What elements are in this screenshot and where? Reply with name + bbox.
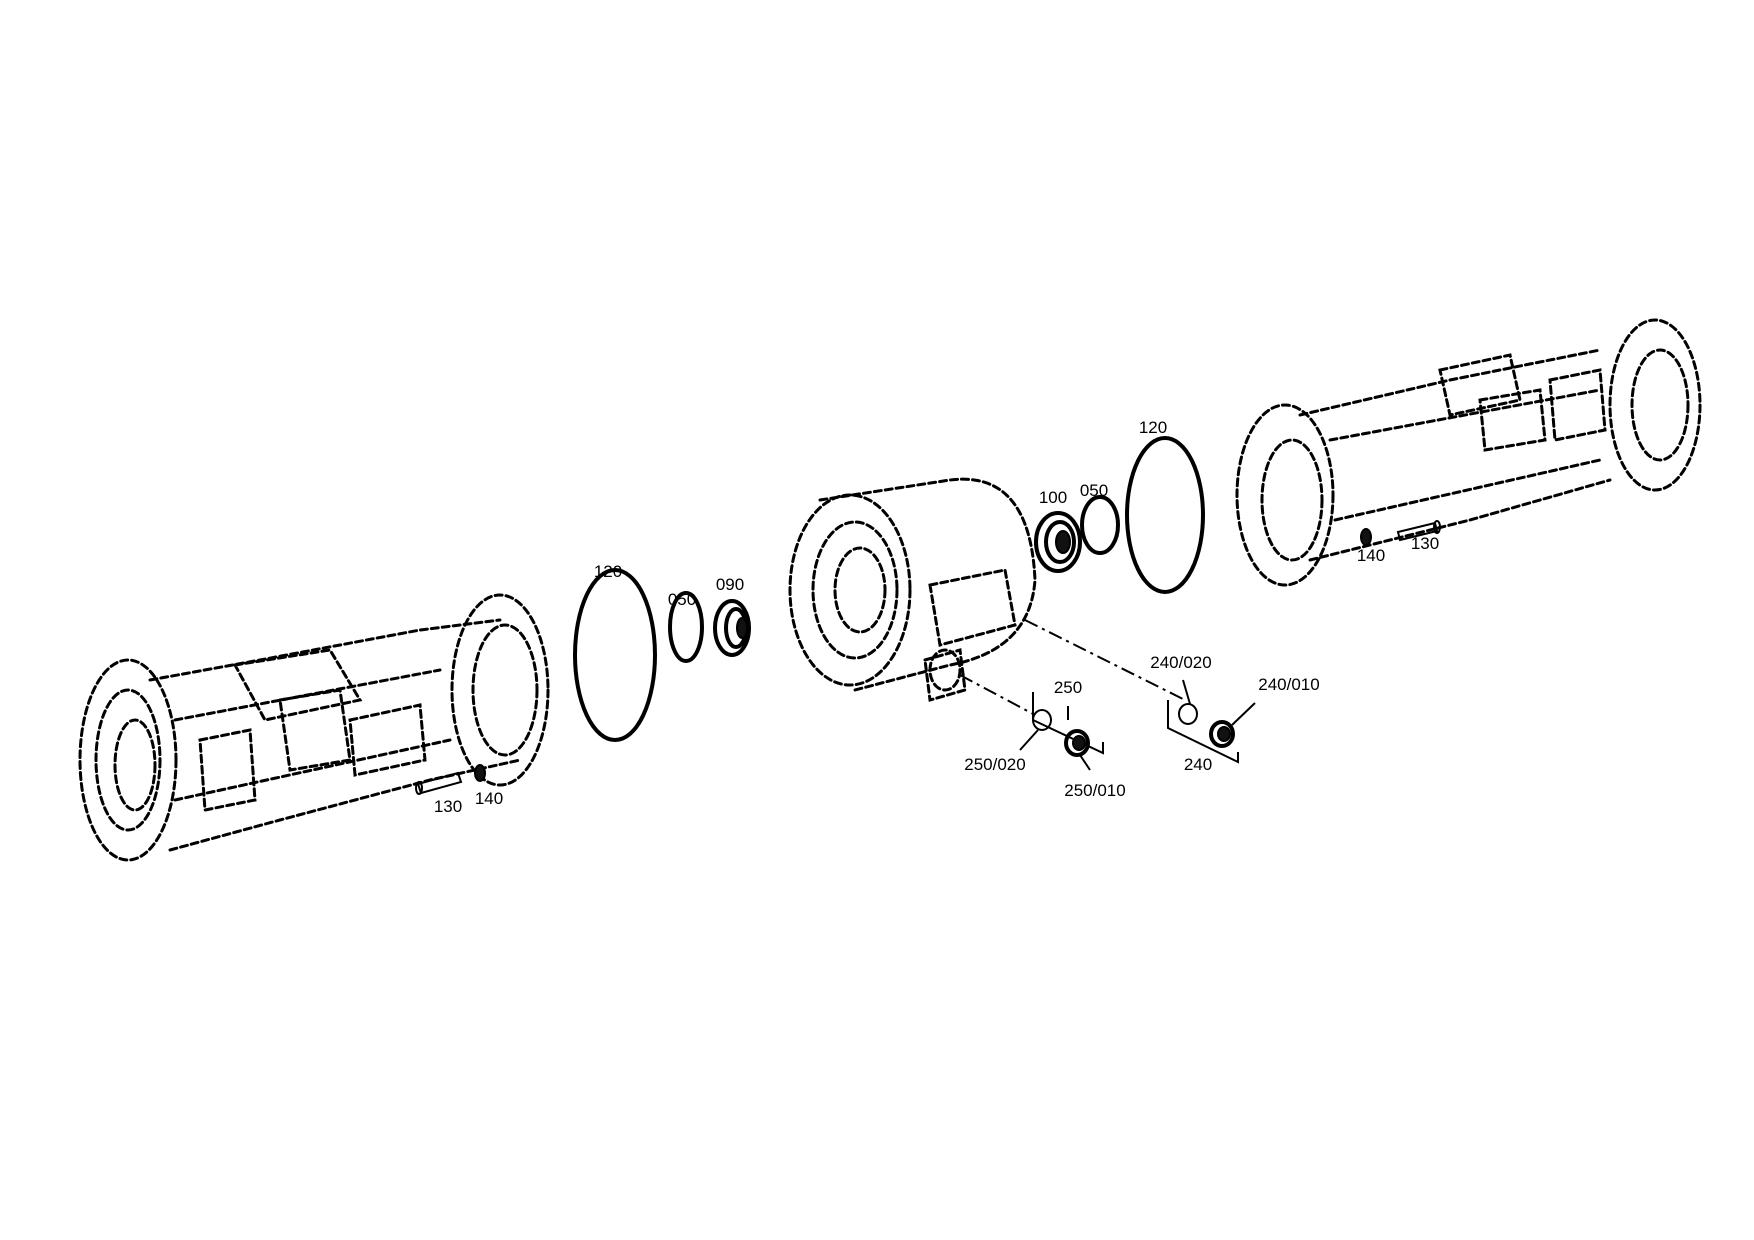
kit-250-020-ring: [1032, 709, 1052, 731]
callout-right-100: 100: [1039, 488, 1067, 507]
right-oring-050: [1080, 495, 1120, 555]
callout-kit-250-010: 250/010: [1064, 781, 1125, 800]
kit-250-010-plug: [1064, 729, 1090, 757]
left-bolt-130: [415, 771, 463, 795]
callout-right-130: 130: [1411, 534, 1439, 553]
callout-kit-240-010: 240/010: [1258, 675, 1319, 694]
right-oring-120: [1125, 436, 1205, 594]
callout-kit-250-020: 250/020: [964, 755, 1025, 774]
right-axle-housing: [1235, 318, 1702, 587]
kit-240-010-plug: [1209, 720, 1235, 748]
center-differential-housing: [788, 477, 1037, 702]
right-washer-140: [1360, 528, 1372, 546]
left-washer-140: [474, 764, 486, 782]
kit-240-020-ring: [1178, 703, 1198, 725]
right-bolt-130: [1396, 520, 1441, 542]
assembly-axis-line-240: [1024, 619, 1186, 701]
kit-240-bracket: [1167, 700, 1239, 764]
callout-kit-240: 240: [1184, 755, 1212, 774]
callout-left-050: 050: [668, 590, 696, 609]
callout-left-130: 130: [434, 797, 462, 816]
right-seal-ring-100: [1034, 511, 1082, 573]
callout-kit-250: 250: [1054, 678, 1082, 697]
callout-right-050: 050: [1080, 481, 1108, 500]
left-axle-housing: [78, 593, 550, 862]
left-oring-050: [668, 591, 704, 663]
callout-left-090: 090: [716, 575, 744, 594]
left-oring-120: [573, 568, 657, 742]
callout-kit-240-020: 240/020: [1150, 653, 1211, 672]
assembly-axis-line-250: [959, 674, 1036, 716]
callout-left-140: 140: [475, 789, 503, 808]
callout-right-140: 140: [1357, 546, 1385, 565]
left-seal-ring-090: [713, 599, 751, 657]
callout-right-120: 120: [1139, 418, 1167, 437]
callout-left-120: 120: [594, 562, 622, 581]
